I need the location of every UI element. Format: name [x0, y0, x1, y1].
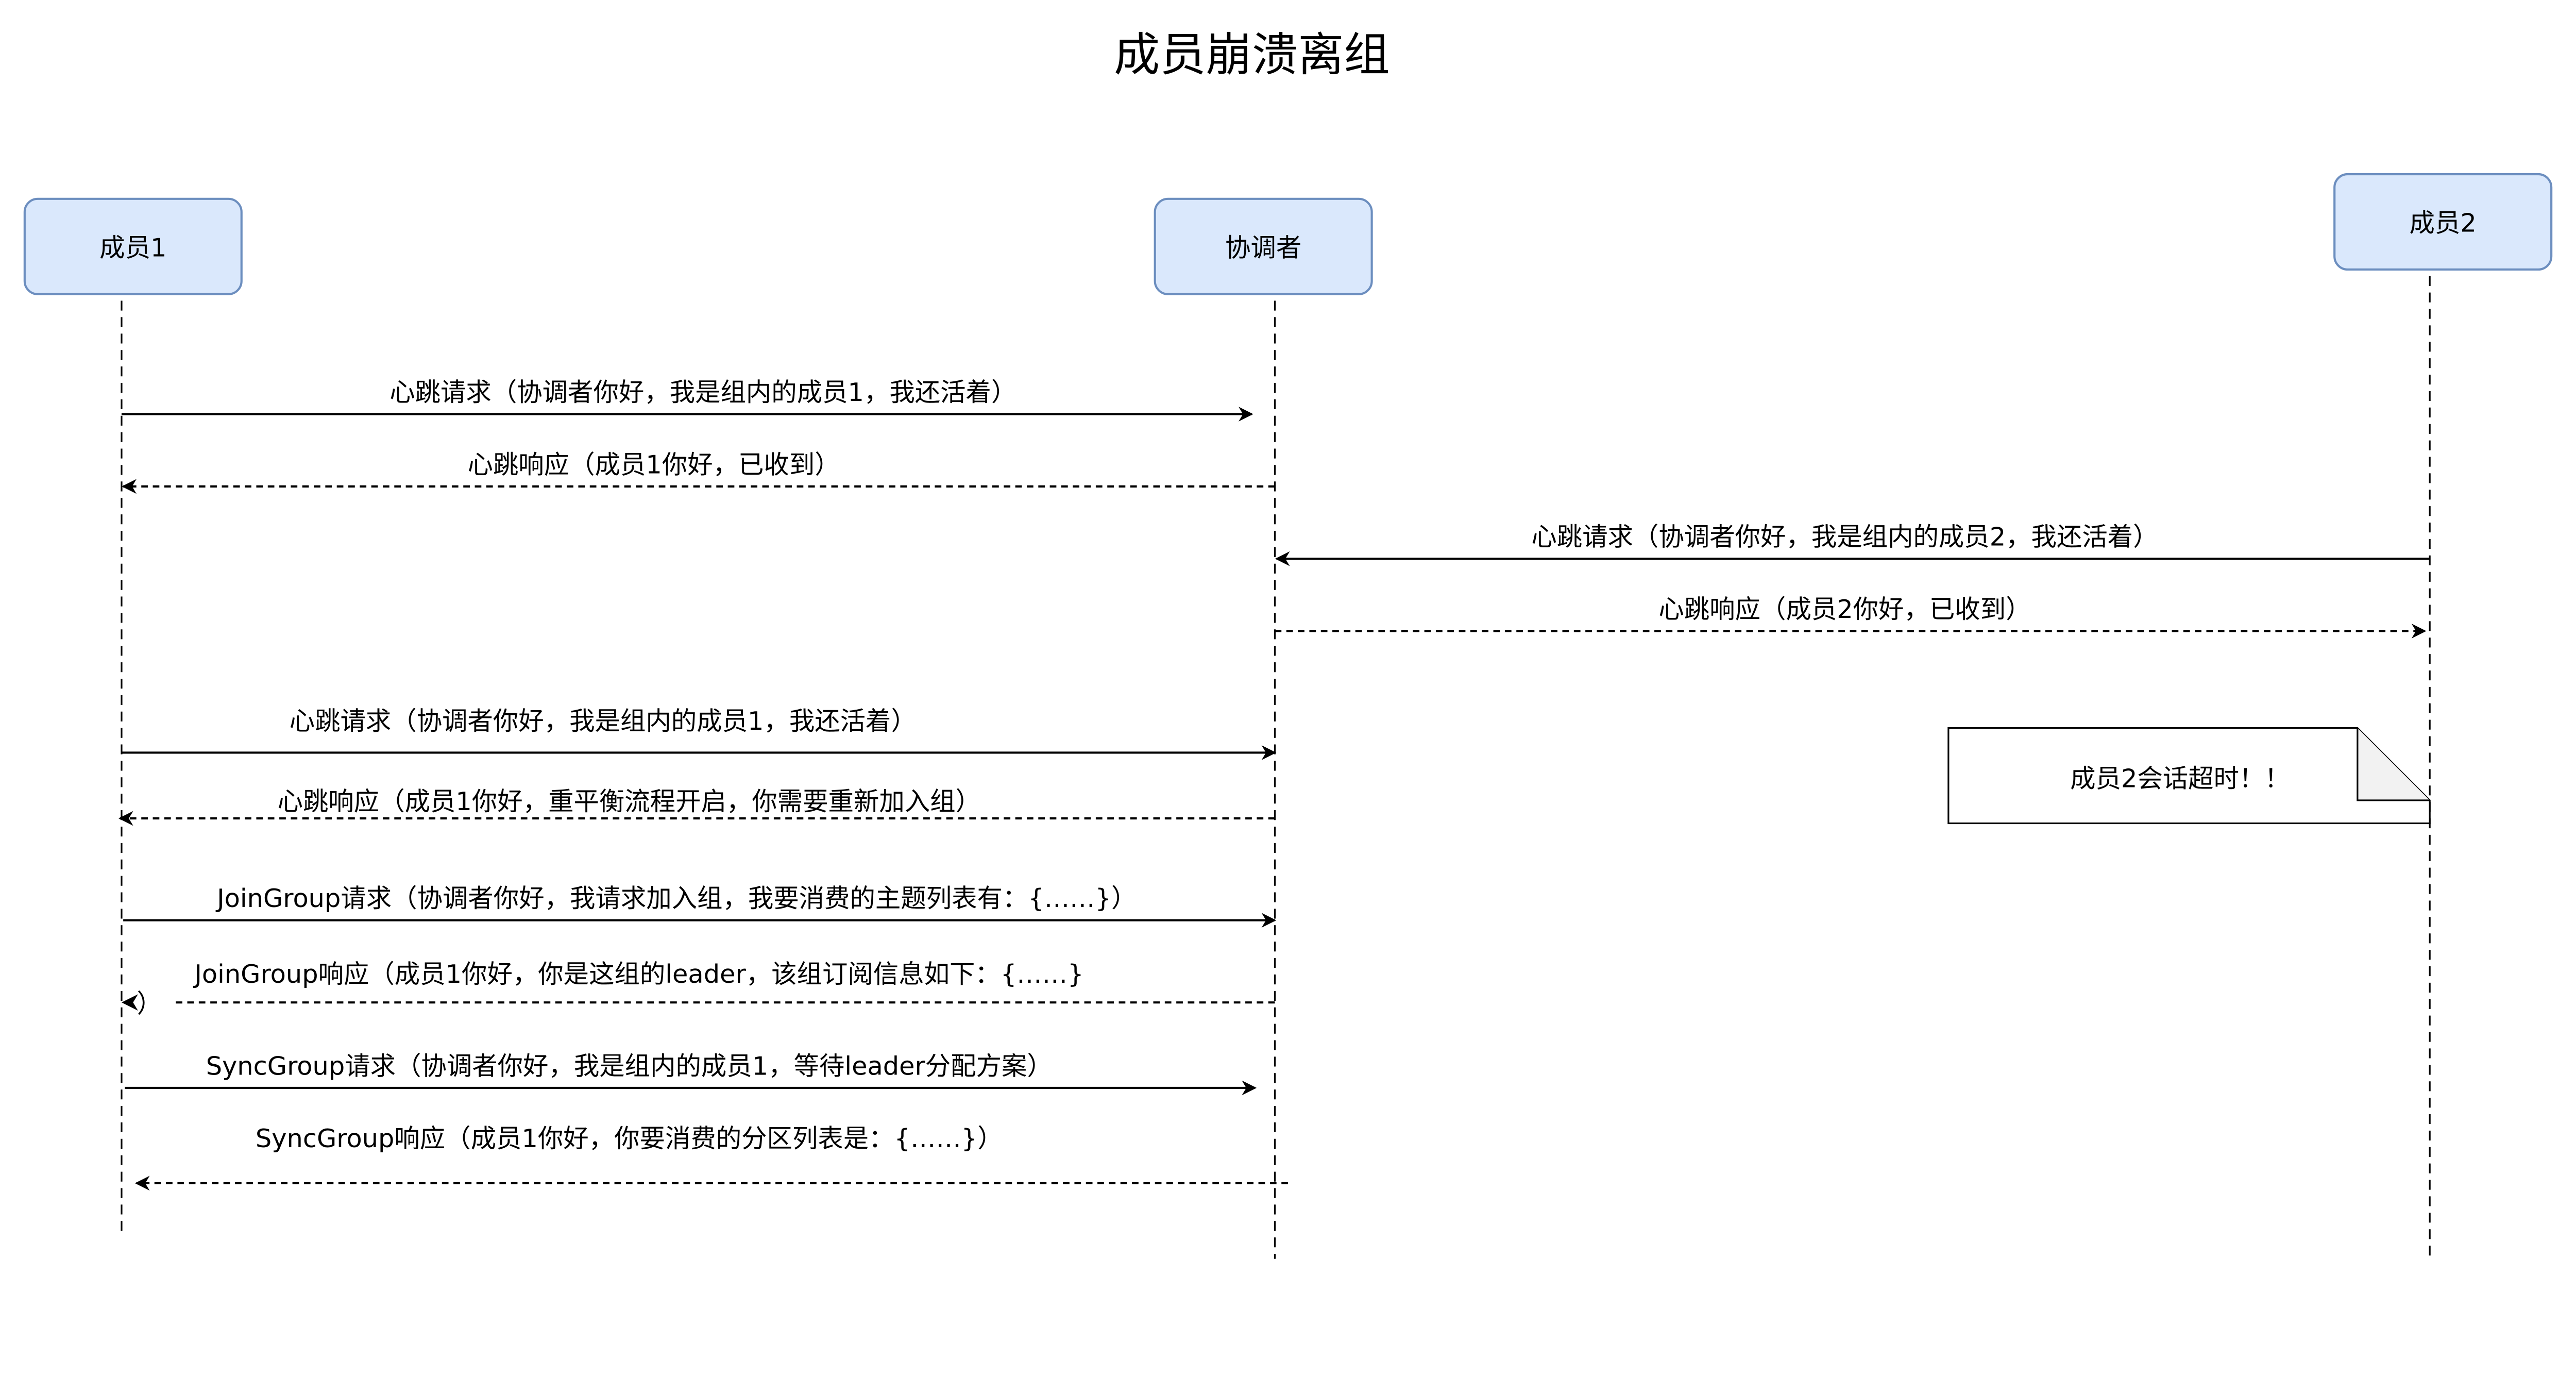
participant-coordinator[interactable]: 协调者	[1154, 197, 1373, 295]
message-4[interactable]: 心跳响应（成员2你好，已收到）	[1275, 594, 2427, 639]
message-label: JoinGroup请求（协调者你好，我请求加入组，我要消费的主题列表有：{……}…	[215, 883, 1137, 913]
participant-member2[interactable]: 成员2	[2333, 173, 2553, 271]
sequence-diagram: 成员崩溃离组 成员1 协调者 成员2 心跳请求（协调者你好，我是组内的成员1，我…	[23, 28, 2553, 1259]
message-9[interactable]: SyncGroup请求（协调者你好，我是组内的成员1，等待leader分配方案）	[125, 1051, 1257, 1096]
participant-member1[interactable]: 成员1	[23, 197, 243, 295]
message-label-wrap: ）	[137, 988, 162, 1018]
message-10[interactable]: SyncGroup响应（成员1你好，你要消费的分区列表是：{……}）	[134, 1123, 1288, 1191]
message-label: 心跳请求（协调者你好，我是组内的成员1，我还活着）	[389, 377, 1016, 407]
message-5[interactable]: 心跳请求（协调者你好，我是组内的成员1，我还活着）	[121, 706, 1277, 760]
message-label: 心跳请求（协调者你好，我是组内的成员1，我还活着）	[290, 706, 917, 736]
participant-label: 成员1	[99, 232, 166, 262]
message-3[interactable]: 心跳请求（协调者你好，我是组内的成员2，我还活着）	[1275, 522, 2430, 566]
diagram-title: 成员崩溃离组	[1114, 28, 1390, 82]
message-label: SyncGroup请求（协调者你好，我是组内的成员1，等待leader分配方案）	[206, 1051, 1053, 1081]
message-2[interactable]: 心跳响应（成员1你好，已收到）	[122, 449, 1275, 494]
message-label: 心跳响应（成员2你好，已收到）	[1658, 594, 2031, 624]
message-7[interactable]: JoinGroup请求（协调者你好，我请求加入组，我要消费的主题列表有：{……}…	[123, 883, 1277, 928]
message-8[interactable]: JoinGroup响应（成员1你好，你是这组的leader，该组订阅信息如下：{…	[121, 959, 1275, 1018]
message-label: SyncGroup响应（成员1你好，你要消费的分区列表是：{……}）	[256, 1123, 1003, 1153]
participant-label: 成员2	[2410, 208, 2477, 238]
message-label: JoinGroup响应（成员1你好，你是这组的leader，该组订阅信息如下：{…	[193, 959, 1083, 989]
message-label: 心跳响应（成员1你好，重平衡流程开启，你需要重新加入组）	[278, 786, 981, 816]
message-6[interactable]: 心跳响应（成员1你好，重平衡流程开启，你需要重新加入组）	[118, 786, 1275, 826]
note-label: 成员2会话超时！！	[2070, 763, 2290, 793]
message-label: 心跳响应（成员1你好，已收到）	[468, 449, 840, 479]
participant-label: 协调者	[1225, 232, 1301, 262]
message-label: 心跳请求（协调者你好，我是组内的成员2，我还活着）	[1531, 522, 2158, 552]
timeout-note[interactable]: 成员2会话超时！！	[1947, 727, 2431, 825]
message-1[interactable]: 心跳请求（协调者你好，我是组内的成员1，我还活着）	[121, 377, 1253, 422]
